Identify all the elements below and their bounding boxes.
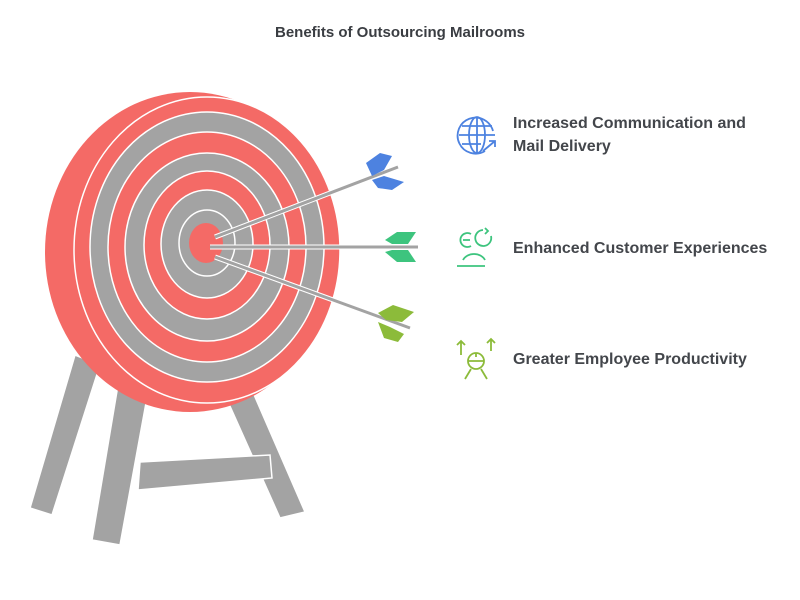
benefit-label: Enhanced Customer Experiences xyxy=(513,239,768,257)
benefit-label-line2: Mail Delivery xyxy=(513,138,611,155)
benefit-label-line1: Increased Communication and xyxy=(513,115,746,132)
arrow-green xyxy=(210,232,418,262)
benefit-productivity: Greater Employee Productivity xyxy=(455,337,747,381)
target-board xyxy=(45,92,341,412)
benefit-communication: Increased Communication and Mail Deliver… xyxy=(455,112,746,158)
worker-arrows-icon xyxy=(456,337,496,380)
target-stand xyxy=(29,353,307,546)
benefit-customer: Enhanced Customer Experiences xyxy=(455,226,767,270)
globe-arrow-icon xyxy=(456,116,496,155)
diagram-title: Benefits of Outsourcing Mailrooms xyxy=(274,24,526,41)
arrow-olive xyxy=(214,254,414,342)
arrow-blue xyxy=(214,153,404,240)
customer-refresh-icon xyxy=(457,227,493,267)
benefit-label: Greater Employee Productivity xyxy=(513,350,747,368)
